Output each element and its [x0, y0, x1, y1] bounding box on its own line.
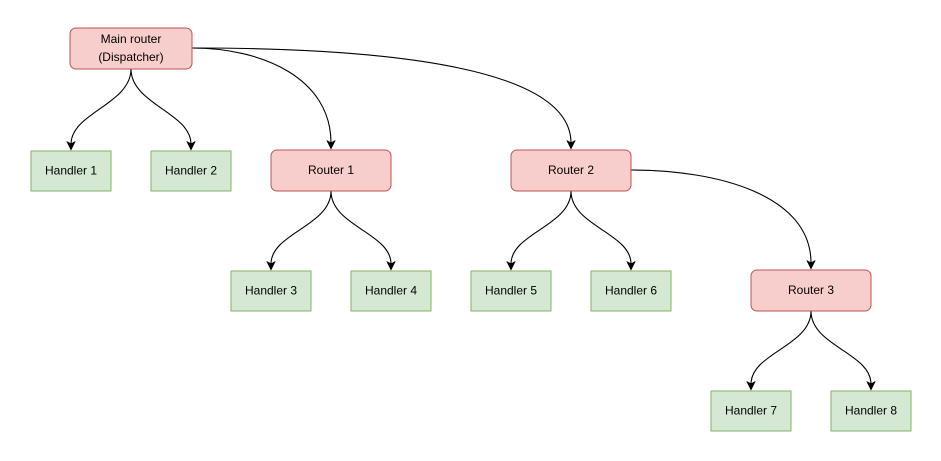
edge-line: [570, 190, 632, 265]
edge-router-2-to-handler-5: [506, 190, 572, 271]
edge-line: [191, 47, 332, 144]
node-box[interactable]: [510, 149, 632, 192]
edge-line: [810, 310, 872, 385]
arrow-head-icon: [626, 261, 636, 271]
node-box[interactable]: [150, 150, 232, 192]
node-router-1[interactable]: Router 1: [270, 149, 392, 192]
node-box[interactable]: [830, 390, 912, 432]
arrow-head-icon: [506, 261, 516, 271]
node-router-3[interactable]: Router 3: [750, 269, 872, 312]
arrow-head-icon: [66, 141, 76, 151]
node-handler-6[interactable]: Handler 6: [590, 270, 672, 312]
edge-layer: [66, 47, 876, 391]
edge-router-2-to-handler-6: [570, 190, 636, 271]
node-layer: Main router(Dispatcher) Handler 1 Handler …: [30, 27, 912, 432]
edge-line: [130, 68, 192, 145]
node-main-router[interactable]: Main router(Dispatcher): [69, 27, 193, 70]
node-box[interactable]: [470, 270, 552, 312]
edge-line: [191, 47, 572, 144]
edge-main-router-to-handler-1: [66, 68, 132, 151]
edge-line: [630, 169, 812, 264]
edge-router-1-to-handler-3: [266, 190, 332, 271]
arrow-head-icon: [266, 261, 276, 271]
edge-line: [330, 190, 392, 265]
arrow-head-icon: [326, 140, 336, 150]
node-box[interactable]: [230, 270, 312, 312]
edge-main-router-to-router-2: [191, 47, 576, 150]
node-box[interactable]: [710, 390, 792, 432]
node-router-2[interactable]: Router 2: [510, 149, 632, 192]
node-box[interactable]: [30, 150, 112, 192]
edge-line: [510, 190, 572, 265]
arrow-head-icon: [186, 141, 196, 151]
arrow-head-icon: [806, 260, 816, 270]
node-box[interactable]: [750, 269, 872, 312]
node-handler-7[interactable]: Handler 7: [710, 390, 792, 432]
node-box[interactable]: [590, 270, 672, 312]
arrow-head-icon: [866, 381, 876, 391]
arrow-head-icon: [566, 140, 576, 150]
edge-main-router-to-router-1: [191, 47, 336, 150]
node-box[interactable]: [350, 270, 432, 312]
node-handler-5[interactable]: Handler 5: [470, 270, 552, 312]
edge-main-router-to-handler-2: [130, 68, 196, 151]
edge-line: [270, 190, 332, 265]
edge-line: [70, 68, 132, 145]
node-handler-1[interactable]: Handler 1: [30, 150, 112, 192]
node-handler-4[interactable]: Handler 4: [350, 270, 432, 312]
edge-router-3-to-handler-8: [810, 310, 876, 391]
arrow-head-icon: [386, 261, 396, 271]
node-handler-3[interactable]: Handler 3: [230, 270, 312, 312]
node-box[interactable]: [270, 149, 392, 192]
edge-router-2-to-router-3: [630, 169, 816, 270]
edge-router-1-to-handler-4: [330, 190, 396, 271]
node-handler-8[interactable]: Handler 8: [830, 390, 912, 432]
node-box[interactable]: [69, 27, 193, 70]
edge-router-3-to-handler-7: [746, 310, 812, 391]
node-handler-2[interactable]: Handler 2: [150, 150, 232, 192]
edge-line: [750, 310, 812, 385]
arrow-head-icon: [746, 381, 756, 391]
